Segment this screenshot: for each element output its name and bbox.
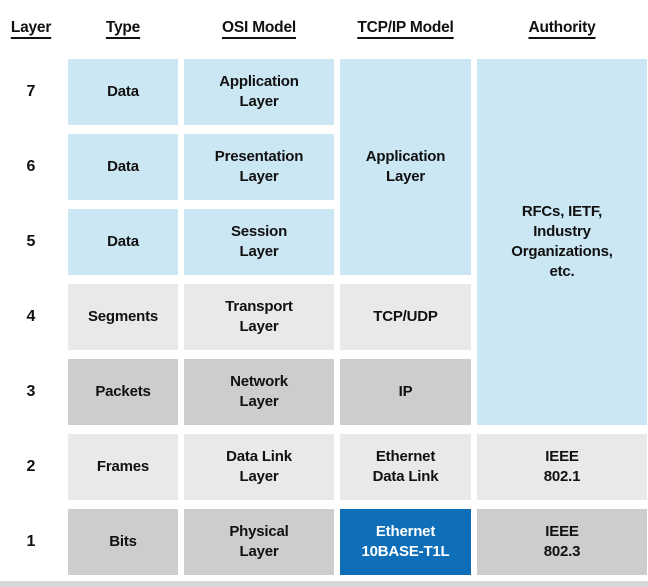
type-cell-layer7: Data xyxy=(68,59,178,125)
authority-cell-ieee-802-3: IEEE 802.3 xyxy=(477,509,647,575)
column-header-layer: Layer xyxy=(10,19,52,36)
tcpip-cell-ethernet-10base-t1l-highlighted: Ethernet 10BASE-T1L xyxy=(340,509,471,575)
layer-number-6: 6 xyxy=(26,158,36,175)
column-header-osi-model: OSI Model xyxy=(222,19,296,36)
column-header-tcpip-model: TCP/IP Model xyxy=(357,19,454,36)
osi-cell-data-link-layer: Data Link Layer xyxy=(184,434,334,500)
osi-cell-presentation-layer: Presentation Layer xyxy=(184,134,334,200)
osi-cell-physical-layer: Physical Layer xyxy=(184,509,334,575)
type-cell-layer6: Data xyxy=(68,134,178,200)
tcpip-cell-application-layer-merged: Application Layer xyxy=(340,59,471,275)
osi-cell-network-layer: Network Layer xyxy=(184,359,334,425)
tcpip-cell-tcp-udp: TCP/UDP xyxy=(340,284,471,350)
layer-number-5: 5 xyxy=(26,233,36,250)
column-header-authority: Authority xyxy=(528,19,596,36)
layer-number-7: 7 xyxy=(26,83,36,100)
layer-number-3: 3 xyxy=(26,383,36,400)
layer-number-2: 2 xyxy=(26,458,36,475)
bottom-border-bar xyxy=(0,581,648,587)
osi-cell-transport-layer: Transport Layer xyxy=(184,284,334,350)
type-cell-layer4: Segments xyxy=(68,284,178,350)
layer-number-1: 1 xyxy=(26,533,36,550)
osi-cell-application-layer: Application Layer xyxy=(184,59,334,125)
type-cell-layer3: Packets xyxy=(68,359,178,425)
column-header-type: Type xyxy=(105,19,141,36)
type-cell-layer5: Data xyxy=(68,209,178,275)
authority-cell-ieee-802-1: IEEE 802.1 xyxy=(477,434,647,500)
tcpip-cell-ip: IP xyxy=(340,359,471,425)
type-cell-layer2: Frames xyxy=(68,434,178,500)
type-cell-layer1: Bits xyxy=(68,509,178,575)
osi-tcpip-comparison-table: Layer Type OSI Model TCP/IP Model Author… xyxy=(10,19,647,575)
osi-cell-session-layer: Session Layer xyxy=(184,209,334,275)
authority-cell-rfcs-ietf-merged: RFCs, IETF, Industry Organizations, etc. xyxy=(477,59,647,425)
layer-number-4: 4 xyxy=(26,308,36,325)
tcpip-cell-ethernet-data-link: Ethernet Data Link xyxy=(340,434,471,500)
